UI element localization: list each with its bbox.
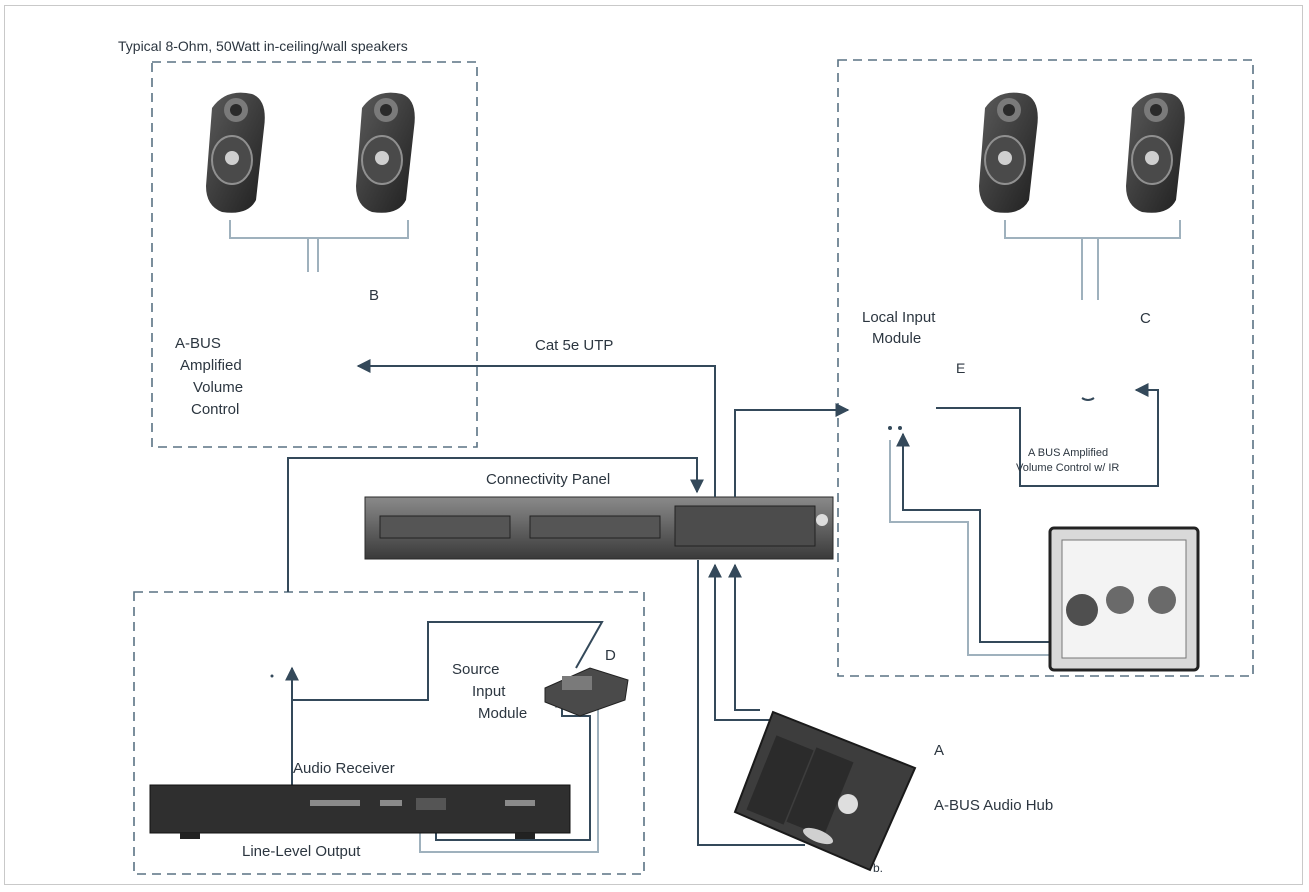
speaker-icon [979, 92, 1038, 213]
source-input-module-label: Source [452, 661, 500, 678]
vc-ir-wire [936, 383, 1159, 487]
abus-volume-control-label: Control [191, 401, 239, 418]
source-input-module-device [544, 667, 629, 717]
cat5e-label: Cat 5e UTP [535, 337, 613, 354]
speaker-icon [356, 92, 415, 213]
label-a: A [934, 742, 944, 759]
connectivity-panel-label: Connectivity Panel [486, 471, 610, 488]
audio-hub-device [733, 710, 917, 872]
diagram-frame [4, 5, 1303, 885]
zone-b-box [151, 61, 478, 448]
audio-receiver-label: Audio Receiver [293, 760, 395, 777]
speaker-icon [206, 92, 265, 213]
source-to-panel-wire [287, 457, 704, 592]
line-level-output-label: Line-Level Output [242, 843, 361, 860]
hub-wire [728, 563, 760, 711]
hub-wire [697, 560, 805, 846]
label-d: D [605, 647, 616, 664]
source-input-module-label: Module [478, 705, 527, 722]
speaker-wire [1004, 220, 1181, 300]
label-b-small: b. [873, 861, 883, 875]
abus-vc-ir-label: A BUS Amplified [1028, 447, 1108, 459]
speaker-icon [1126, 92, 1185, 213]
abus-volume-control-label: Volume [193, 379, 243, 396]
connectivity-panel-device [364, 496, 834, 560]
local-input-module-label: Module [872, 330, 921, 347]
speakers-caption: Typical 8-Ohm, 50Watt in-ceiling/wall sp… [118, 38, 408, 54]
local-input-module-label: Local Input [862, 309, 936, 326]
audio-receiver-device [149, 784, 571, 839]
source-input-module-label: Input [472, 683, 506, 700]
tv-device [1048, 526, 1200, 672]
zone-c-box [837, 59, 1254, 677]
tv-wire [889, 440, 1060, 656]
abus-vc-ir-label: Volume Control w/ IR [1016, 462, 1119, 474]
abus-volume-control-label: A-BUS [175, 335, 221, 352]
speaker-wire [229, 220, 409, 272]
cat5e-wire [356, 359, 716, 497]
label-b: B [369, 287, 379, 304]
label-e: E [956, 360, 965, 376]
receiver-wire [291, 621, 604, 786]
source-zone-box [133, 591, 645, 875]
hub-wire [708, 563, 775, 721]
tv-wire [896, 432, 1058, 643]
label-c: C [1140, 310, 1151, 327]
audio-hub-label: A-BUS Audio Hub [934, 797, 1053, 814]
abus-volume-control-label: Amplified [180, 357, 242, 374]
local-input-wire [734, 403, 850, 497]
